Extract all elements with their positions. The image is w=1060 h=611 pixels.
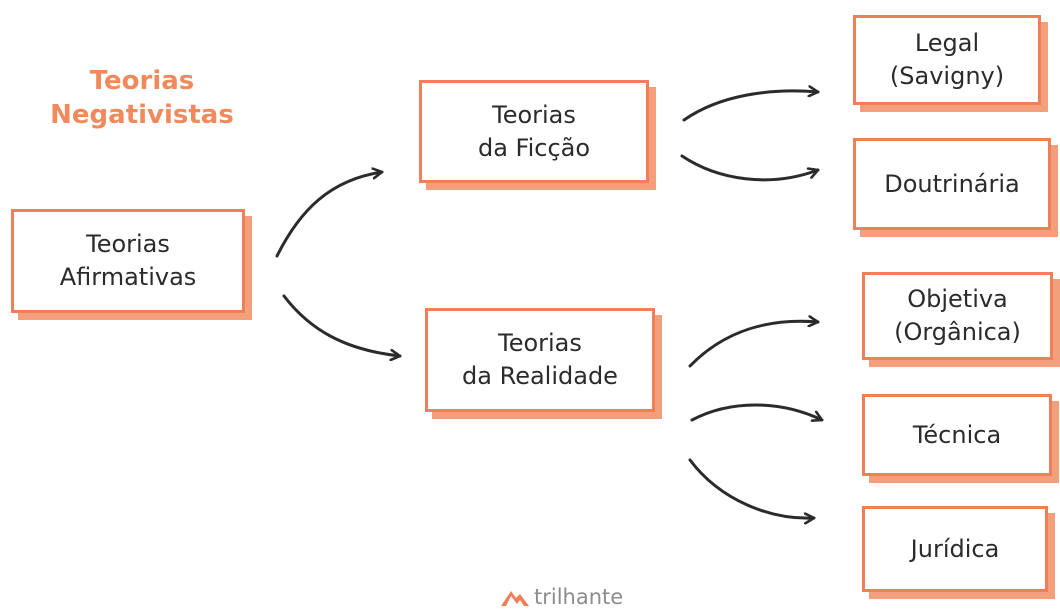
logo-text: trilhante xyxy=(534,585,624,609)
node-label-line-2: Afirmativas xyxy=(59,263,197,291)
node-teorias-da-ficcao: Teorias da Ficção xyxy=(419,80,649,183)
arrow-ficcao-to-legal xyxy=(682,91,820,122)
heading-line-1: Teorias xyxy=(89,66,195,96)
node-label-line-2: (Savigny) xyxy=(889,62,1005,90)
node-label-line-1: Legal xyxy=(914,29,980,57)
node-objetiva-organica: Objetiva (Orgânica) xyxy=(862,272,1053,360)
node-label-line-2: (Orgânica) xyxy=(894,318,1021,346)
node-label-line-1: Objetiva xyxy=(907,285,1008,313)
node-label-line-2: da Ficção xyxy=(477,133,591,162)
node-label-line-1: Teorias xyxy=(492,100,576,129)
node-tecnica: Técnica xyxy=(862,394,1052,476)
heading-line-2: Negativistas xyxy=(50,100,234,130)
arrow-afirmativas-to-realidade xyxy=(282,294,402,356)
node-teorias-da-realidade: Teorias da Realidade xyxy=(425,308,655,412)
node-label-line-1: Teorias xyxy=(86,230,170,258)
arrow-realidade-to-tecnica xyxy=(690,403,824,420)
node-label-line-1: Teorias xyxy=(498,329,582,357)
arrow-realidade-to-juridica xyxy=(688,458,816,518)
arrow-realidade-to-objetiva xyxy=(688,321,820,368)
mountain-icon xyxy=(501,591,529,606)
node-label-line-1: Doutrinária xyxy=(884,169,1020,198)
arrow-afirmativas-to-ficcao xyxy=(275,172,384,258)
node-label-line-1: Jurídica xyxy=(910,534,1000,563)
node-label-line-2: da Realidade xyxy=(462,362,618,390)
trilhante-logo: trilhante xyxy=(500,584,623,610)
node-doutrinaria: Doutrinária xyxy=(853,138,1051,230)
node-teorias-afirmativas: Teorias Afirmativas xyxy=(11,209,245,313)
diagram-heading: Teorias Negativistas xyxy=(42,64,242,132)
node-label-line-1: Técnica xyxy=(912,420,1002,449)
arrow-ficcao-to-doutrinaria xyxy=(680,154,820,182)
node-legal-savigny: Legal (Savigny) xyxy=(853,15,1041,105)
node-juridica: Jurídica xyxy=(862,506,1048,592)
